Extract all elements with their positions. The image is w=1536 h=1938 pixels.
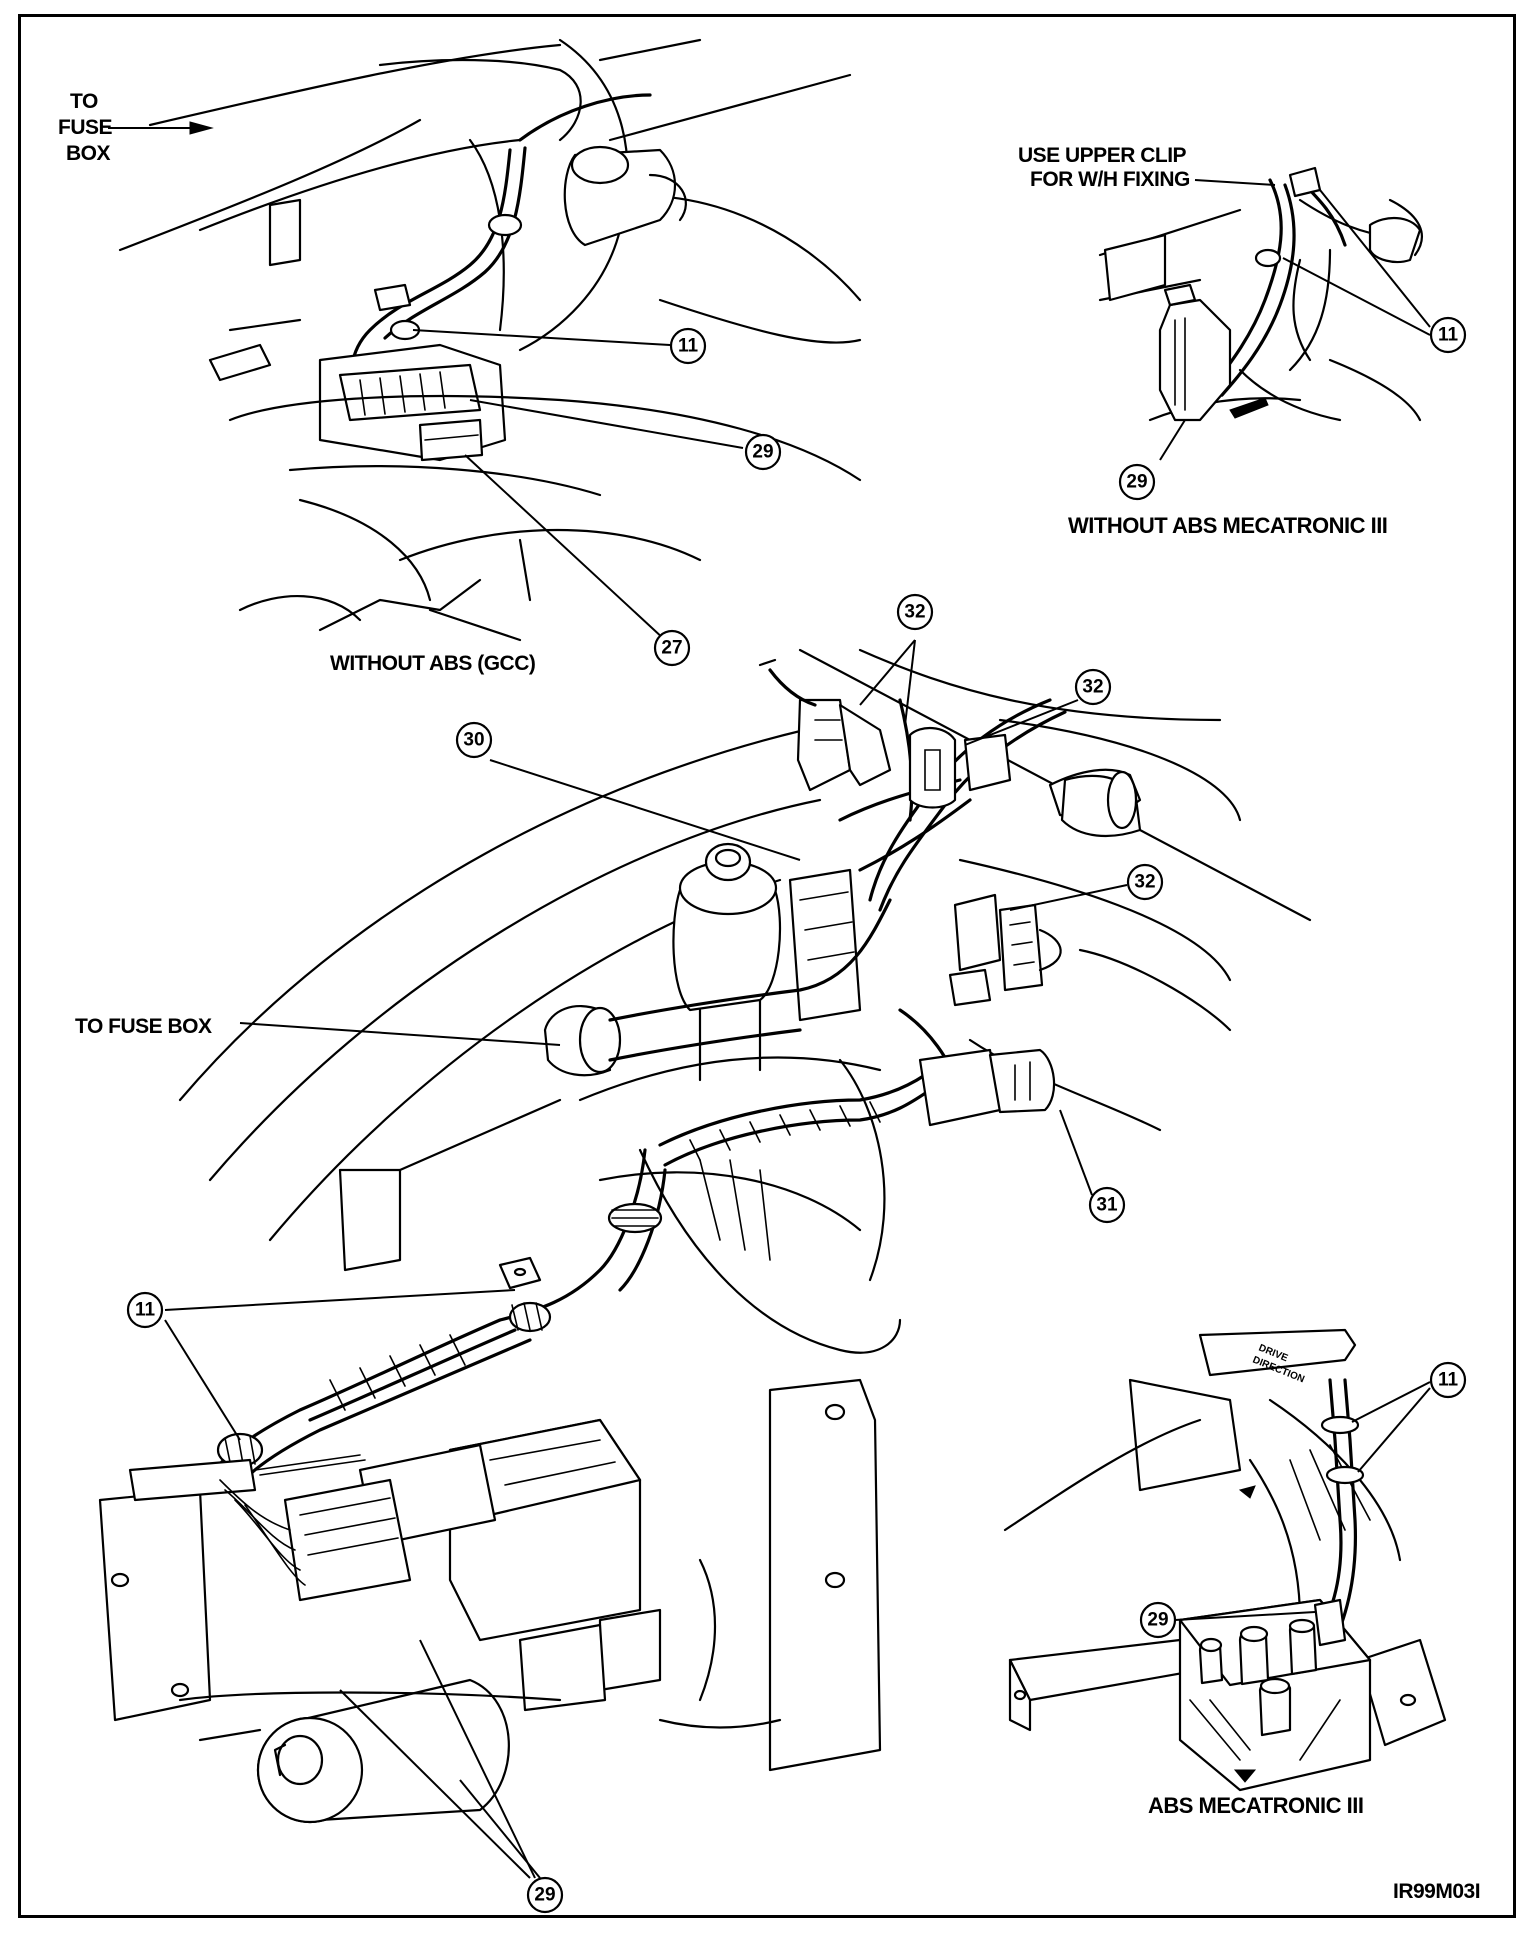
- svg-text:32: 32: [1082, 677, 1103, 698]
- caption-abs-mecatronic: ABS MECATRONIC III: [1148, 1793, 1363, 1818]
- view-main-harness: [178, 639, 1312, 1354]
- caption-without-abs-gcc: WITHOUT ABS (GCC): [330, 652, 535, 675]
- svg-text:29: 29: [1147, 1610, 1168, 1631]
- svg-text:31: 31: [1096, 1195, 1118, 1216]
- svg-text:30: 30: [463, 730, 484, 751]
- svg-text:32: 32: [1134, 872, 1155, 893]
- label-to-fuse-box-top-2: FUSE: [58, 116, 113, 139]
- label-use-upper-clip-2: FOR W/H FIXING: [1030, 168, 1190, 191]
- view-without-abs-gcc: [108, 38, 862, 642]
- callout-32-c: 32: [1126, 863, 1164, 901]
- figure-id: IR99M03I: [1393, 1880, 1480, 1903]
- svg-text:11: 11: [1438, 1370, 1459, 1391]
- svg-text:29: 29: [534, 1885, 555, 1906]
- svg-text:27: 27: [661, 638, 682, 659]
- callout-29-bottom-right: 29: [1139, 1601, 1177, 1639]
- view-abs-unit: [98, 1289, 882, 1879]
- callout-31: 31: [1088, 1186, 1126, 1224]
- label-to-fuse-box-mid: TO FUSE BOX: [75, 1015, 212, 1038]
- callout-29-bottom: 29: [526, 1876, 564, 1914]
- callout-11-left: 11: [126, 1291, 164, 1329]
- drive-direction-arrow: [1198, 1328, 1357, 1377]
- svg-text:32: 32: [904, 602, 925, 623]
- label-use-upper-clip-1: USE UPPER CLIP: [1018, 144, 1187, 167]
- callout-11-bottom-right: 11: [1429, 1361, 1467, 1399]
- svg-text:29: 29: [1126, 472, 1147, 493]
- label-to-fuse-box-top-1: TO: [70, 90, 98, 113]
- svg-text:11: 11: [678, 336, 699, 357]
- label-to-fuse-box-top-3: BOX: [66, 142, 111, 165]
- callout-32-a: 32: [896, 593, 934, 631]
- callout-30: 30: [455, 721, 493, 759]
- callout-32-b: 32: [1074, 668, 1112, 706]
- caption-without-abs-mecatronic: WITHOUT ABS MECATRONIC III: [1068, 513, 1387, 538]
- view-abs-mecatronic: DRIVE DIRECTION: [1003, 1328, 1447, 1792]
- callout-27-top: 27: [653, 629, 691, 667]
- svg-text:29: 29: [752, 442, 773, 463]
- callout-11-top: 11: [669, 327, 707, 365]
- callout-29-right: 29: [1118, 463, 1156, 501]
- callout-11-right: 11: [1429, 316, 1467, 354]
- view-without-abs-mecatronic: [1098, 166, 1431, 461]
- svg-text:11: 11: [135, 1300, 156, 1321]
- svg-text:11: 11: [1438, 325, 1459, 346]
- callout-29-top: 29: [744, 433, 782, 471]
